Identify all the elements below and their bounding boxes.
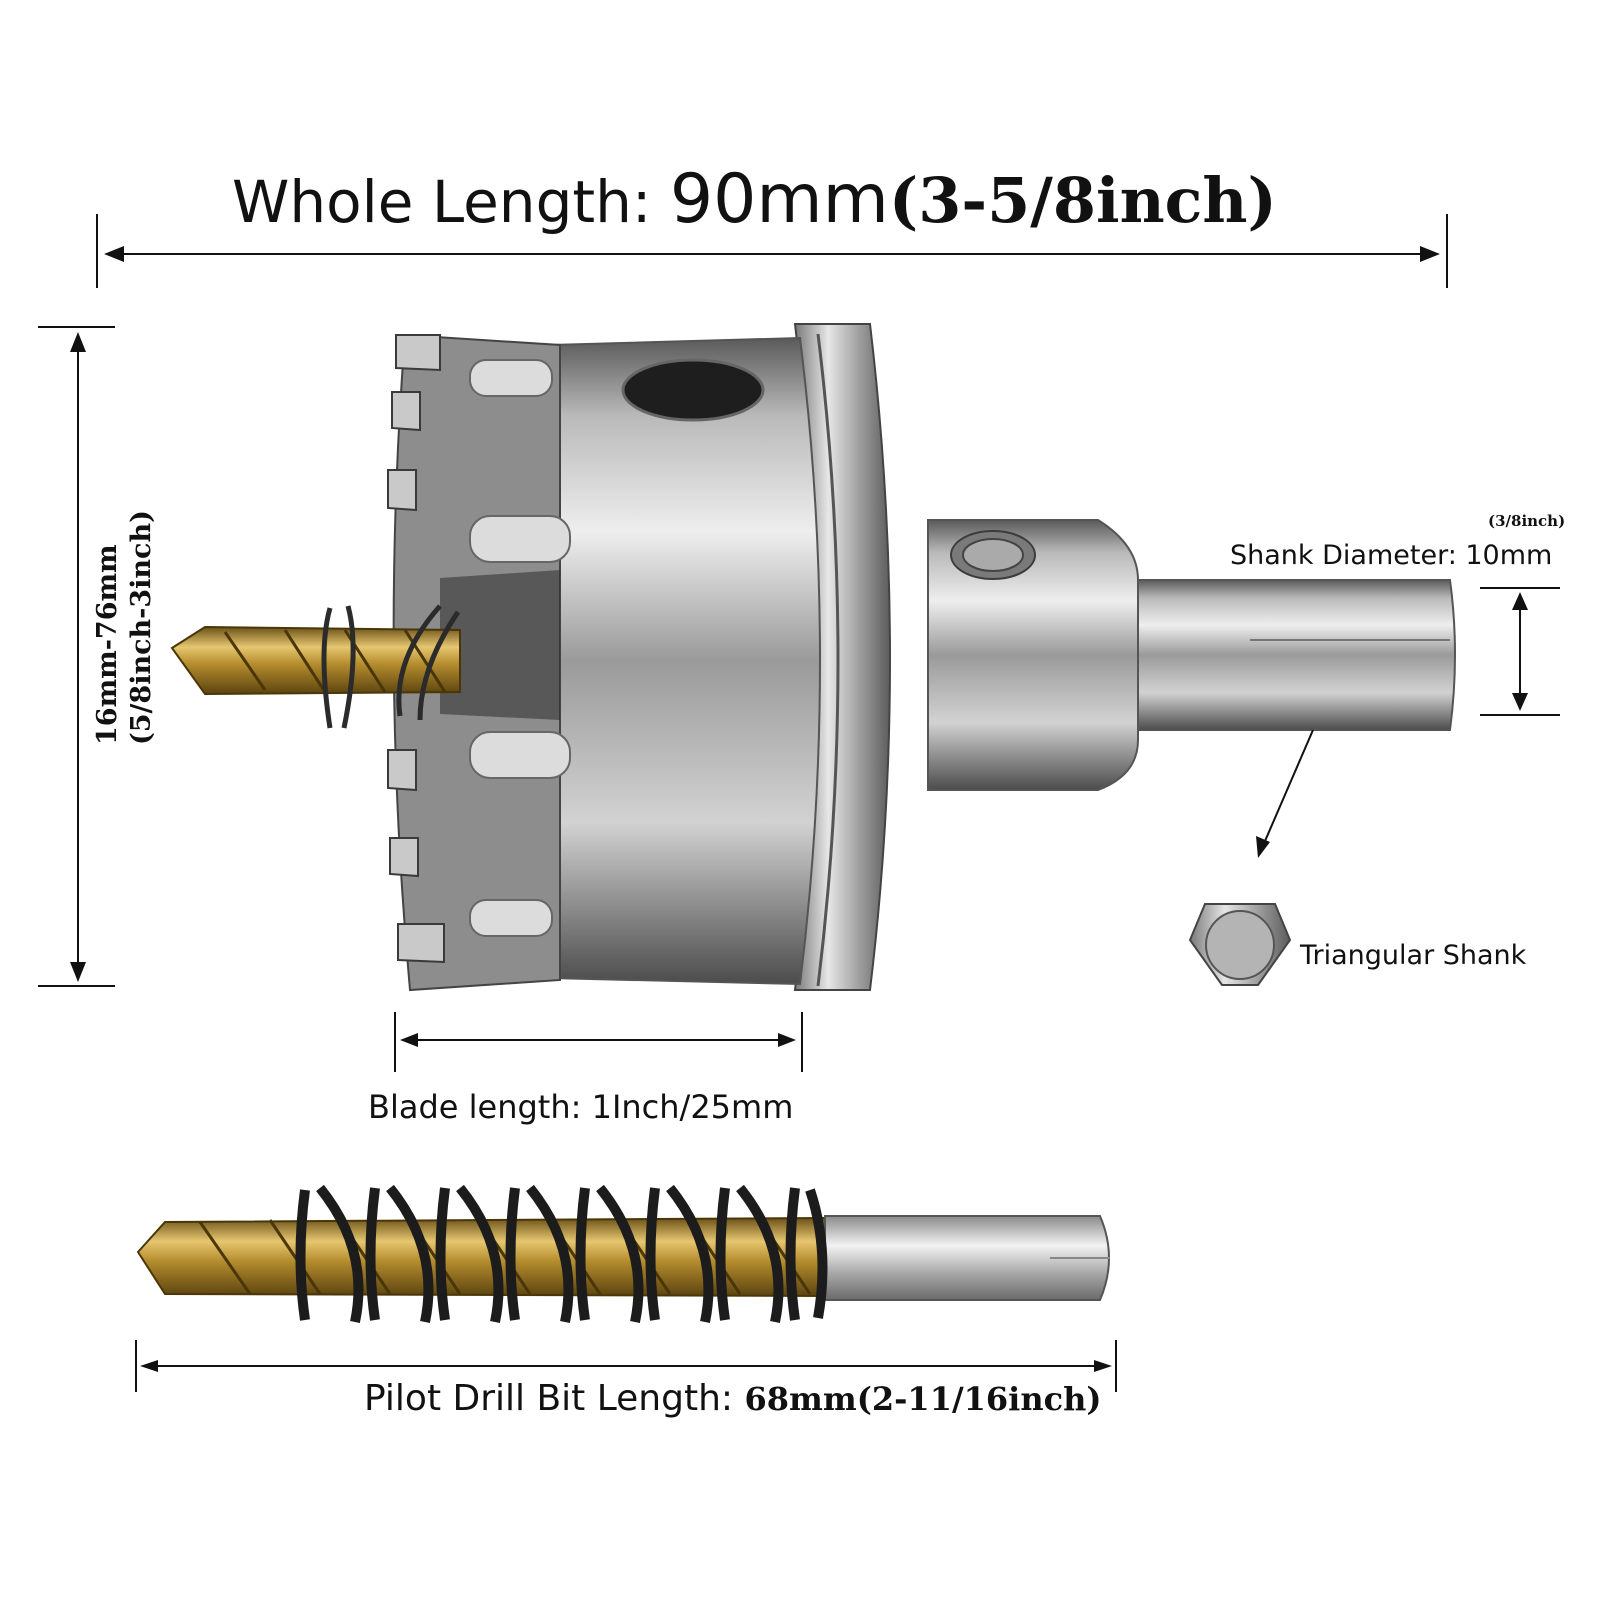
triangular-shank-label: Triangular Shank bbox=[1300, 940, 1527, 971]
diameter-range-inch: (5/8inch-3inch) bbox=[126, 510, 157, 745]
shank-diameter-dimension bbox=[1480, 587, 1560, 716]
blade-length-dimension bbox=[394, 1012, 803, 1072]
diameter-range-mm: 16mm-76mm bbox=[92, 544, 123, 745]
pilot-drill-bit bbox=[136, 1184, 1110, 1324]
pilot-length-dimension bbox=[135, 1340, 1117, 1392]
whole-length-label: Whole Length: 90mm(3-5/8inch) bbox=[232, 160, 1277, 239]
whole-length-mm: 90mm bbox=[669, 160, 889, 239]
pilot-length-title: Pilot Drill Bit Length: bbox=[364, 1378, 745, 1419]
whole-length-inch: (3-5/8inch) bbox=[888, 164, 1277, 237]
pilot-length-label: Pilot Drill Bit Length: 68mm(2-11/16inch… bbox=[364, 1378, 1101, 1419]
inserted-pilot-drill bbox=[170, 604, 461, 729]
pilot-length-value: 68mm(2-11/16inch) bbox=[744, 1380, 1102, 1418]
shank-diameter-label: Shank Diameter: 10mm bbox=[1230, 540, 1553, 571]
arbor-and-shank bbox=[927, 519, 1456, 791]
hole-saw-cup bbox=[387, 323, 891, 992]
triangular-shank-pointer bbox=[1256, 729, 1314, 858]
whole-length-dimension bbox=[96, 214, 1448, 288]
shank-diameter-inch: (3/8inch) bbox=[1488, 512, 1566, 530]
blade-length-label: Blade length: 1Inch/25mm bbox=[368, 1088, 794, 1126]
diameter-dimension bbox=[38, 326, 115, 987]
whole-length-title: Whole Length: bbox=[232, 168, 652, 236]
triangular-shank-section bbox=[1188, 903, 1292, 986]
